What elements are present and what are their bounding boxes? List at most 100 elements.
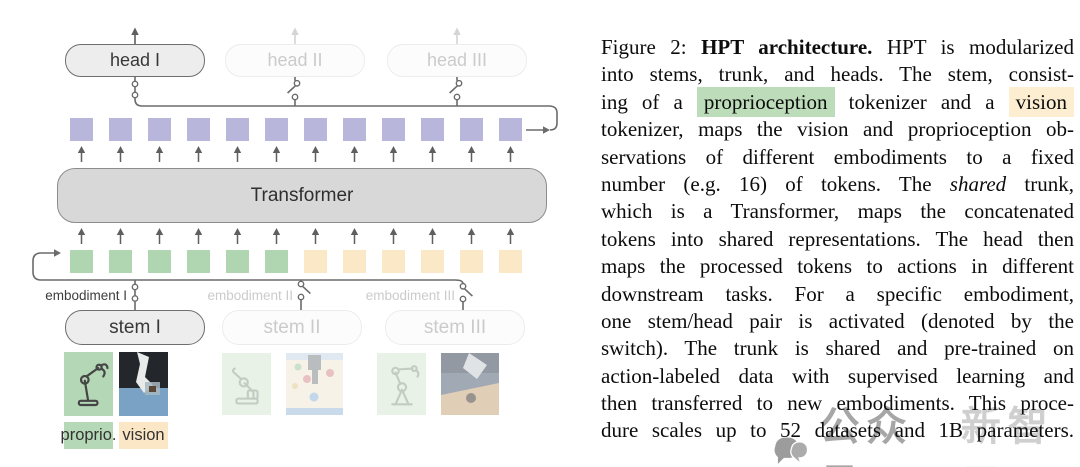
stem-1-label: stem I	[109, 316, 161, 338]
chat-bubbles-icon	[774, 437, 808, 466]
caption-text: tokenizer, maps the vision and proprioce…	[601, 117, 1074, 142]
up-arrow-icon	[389, 146, 398, 162]
caption-line: action-labeled data with supervised lear…	[601, 363, 1074, 390]
token	[343, 118, 366, 141]
token	[187, 118, 210, 141]
token	[187, 250, 210, 273]
token	[460, 118, 483, 141]
stem-in-arrowhead	[54, 249, 61, 257]
figure-caption: Figure 2: HPT architecture. HPT is modul…	[601, 34, 1074, 445]
stem-2-proprio-tile	[222, 353, 271, 415]
token	[265, 118, 288, 141]
token	[499, 118, 522, 141]
up-arrow-icon	[77, 228, 86, 244]
vision-label-text: vision	[122, 426, 165, 444]
head-2-output-arrow	[291, 27, 299, 44]
token	[304, 118, 327, 141]
up-arrow-icon	[350, 146, 359, 162]
up-arrow-icon	[272, 228, 281, 244]
caption-text: action-labeled data with supervised lear…	[601, 363, 1074, 388]
input-token-row	[70, 250, 522, 273]
stem-2-box: stem II	[222, 310, 362, 345]
token	[265, 250, 288, 273]
caption-text: downstream tasks. For a specific embodim…	[601, 281, 1074, 306]
caption-text: one stem/head pair is activated (denoted…	[601, 308, 1074, 333]
up-arrow-icon	[233, 146, 242, 162]
up-arrow-icon	[272, 146, 281, 162]
caption-line: then transferred to new embodiments. Thi…	[601, 390, 1074, 417]
watermark: 公众号 新智元	[772, 394, 1080, 467]
head-1-box: head I	[65, 44, 205, 77]
stem-3-proprio-tile	[377, 353, 426, 415]
caption-text: ing of a	[601, 89, 697, 114]
head-2-label: head II	[267, 50, 323, 70]
proprio-label: proprio.	[61, 422, 116, 449]
token-to-trunk-arrows	[70, 227, 522, 244]
caption-text: shared	[949, 171, 1007, 196]
up-arrow-icon	[194, 228, 203, 244]
caption-text: trunk,	[1006, 171, 1075, 196]
caption-line: number (e.g. 16) of tokens. The shared t…	[601, 171, 1074, 198]
caption-line: one stem/head pair is activated (denoted…	[601, 308, 1074, 335]
token	[304, 250, 327, 273]
caption-text: Figure 2:	[601, 35, 702, 59]
caption-line: tokenizer, maps the vision and proprioce…	[601, 116, 1074, 143]
vision-label: vision	[119, 422, 168, 449]
up-arrow-icon	[428, 146, 437, 162]
stem-3-box: stem III	[385, 310, 525, 345]
token	[70, 250, 93, 273]
head-1-switch-closed-icon	[131, 80, 139, 99]
transformer-trunk-box: Transformer	[57, 168, 547, 223]
stem-2-vision-photo	[286, 353, 343, 415]
caption-line: downstream tasks. For a specific embodim…	[601, 281, 1074, 308]
stem-1-box: stem I	[65, 310, 205, 345]
caption-text: HPT is modularized	[872, 35, 1075, 59]
caption-text: vision	[1008, 86, 1074, 117]
caption-line: maps the processed tokens to actions in …	[601, 253, 1074, 280]
stem-1-proprio-tile	[64, 352, 113, 416]
caption-text: tokenizer and a	[834, 89, 1009, 114]
token	[148, 118, 171, 141]
head-2-switch-open-icon	[291, 79, 301, 101]
stem-2-label: stem II	[263, 316, 321, 338]
head-3-box: head III	[387, 44, 527, 77]
caption-text: maps the processed tokens to actions in …	[601, 254, 1074, 279]
caption-text: proprioception	[696, 86, 835, 117]
token	[460, 250, 483, 273]
up-arrow-icon	[77, 146, 86, 162]
caption-text: then transferred to new embodiments. Thi…	[601, 391, 1074, 416]
token	[109, 118, 132, 141]
token	[343, 250, 366, 273]
watermark-text-primary: 公众号	[819, 405, 914, 467]
token	[421, 250, 444, 273]
token	[421, 118, 444, 141]
up-arrow-icon	[116, 228, 125, 244]
up-arrow-icon	[389, 228, 398, 244]
caption-line: switch). The trunk is shared and pre-tra…	[601, 335, 1074, 362]
up-arrow-icon	[155, 146, 164, 162]
token	[70, 118, 93, 141]
robot-arm-icon	[390, 365, 419, 406]
caption-text: tokens into shared representations. The …	[601, 226, 1074, 251]
tabletop-blocks-photo	[286, 353, 343, 415]
up-arrow-icon	[233, 228, 242, 244]
token	[382, 118, 405, 141]
up-arrow-icon	[506, 146, 515, 162]
up-arrow-icon	[311, 146, 320, 162]
robot-table-photo	[119, 352, 168, 416]
token	[226, 118, 249, 141]
stem-3-vision-photo	[441, 353, 499, 415]
token	[499, 250, 522, 273]
caption-text: dure scales up to 52 datasets and 1B par…	[601, 418, 1074, 443]
caption-line: Figure 2: HPT architecture. HPT is modul…	[601, 34, 1074, 61]
head-2-box: head II	[225, 44, 365, 77]
dark-robot-scene-photo	[441, 353, 499, 415]
head-3-output-arrow	[453, 27, 461, 44]
up-arrow-icon	[155, 228, 164, 244]
embodiment-3-label: embodiment III	[365, 288, 455, 303]
caption-line: ing of a proprioception tokenizer and a …	[601, 86, 1074, 117]
head-3-label: head III	[426, 50, 488, 70]
stem-3-switch-open-icon	[459, 282, 467, 303]
robot-arm-icon	[77, 363, 109, 407]
